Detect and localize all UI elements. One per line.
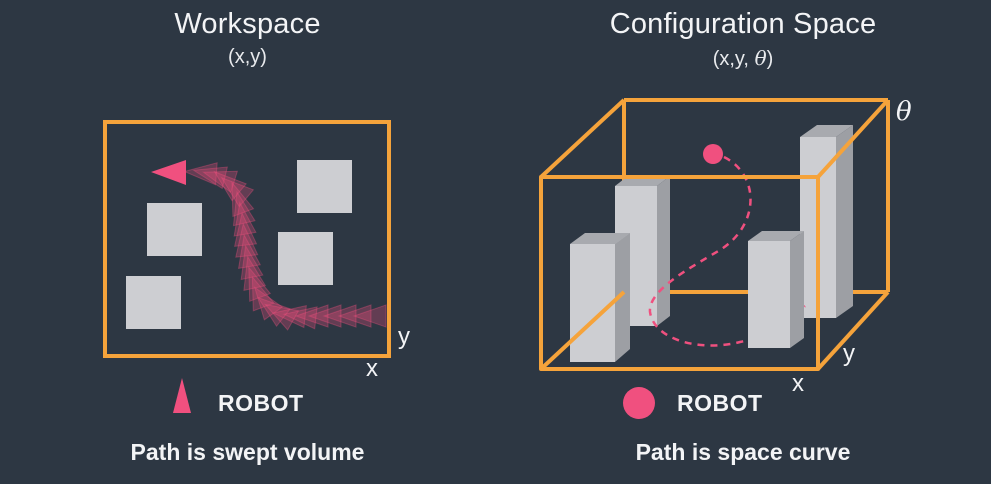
workspace-x-axis-label: x <box>366 355 378 382</box>
swept-robot-triangle <box>282 306 318 330</box>
workspace-diagram: y x <box>103 120 410 413</box>
swept-robot-triangle <box>202 170 239 194</box>
cspace-caption: Path is space curve <box>635 439 851 465</box>
cspace-y-axis-label: y <box>843 340 855 367</box>
swept-robot-triangle <box>235 222 259 258</box>
cspace-theta-axis-label: θ <box>896 97 912 127</box>
workspace-y-axis-label: y <box>398 323 410 350</box>
swept-robot-triangle <box>220 176 255 208</box>
workspace-obstacle <box>147 203 202 256</box>
workspace-title: Workspace <box>174 8 321 40</box>
swept-robot-triangle <box>257 296 292 328</box>
swept-robot-triangle <box>248 265 272 302</box>
swept-robot-triangle <box>240 244 264 281</box>
cspace-subtitle: (x,y, θ) <box>712 46 774 70</box>
cspace-box-front <box>539 98 890 371</box>
workspace-caption: Path is swept volume <box>130 439 365 465</box>
swept-robot-triangle <box>251 275 275 312</box>
workspace-obstacle <box>278 232 333 285</box>
robot-triangle-icon <box>173 378 191 413</box>
swept-robot-triangle <box>213 170 247 202</box>
swept-robot-triangle <box>271 304 307 329</box>
cspace-legend-label: ROBOT <box>677 390 763 416</box>
swept-robot-triangle <box>243 255 267 292</box>
cspace-title: Configuration Space <box>609 8 877 40</box>
workspace-frame <box>103 120 391 358</box>
workspace-obstacle <box>126 276 181 329</box>
cspace-x-axis-label: x <box>792 370 804 397</box>
swept-robot-triangle <box>263 303 300 331</box>
cspace-obstacle <box>748 231 804 348</box>
swept-robot-triangle <box>294 304 329 328</box>
swept-robot-triangle <box>307 304 342 328</box>
robot-dot-icon <box>623 387 655 419</box>
workspace-robot-icon <box>151 160 186 185</box>
swept-robot-triangle <box>232 190 256 227</box>
swept-robot-triangle <box>233 201 257 237</box>
swept-robot-triangle <box>231 181 255 218</box>
swept-robot-triangle <box>182 162 218 186</box>
workspace-panel: Workspace (x,y) y x ROBOT Path is swept … <box>0 0 495 484</box>
swept-robot-triangle <box>253 286 284 321</box>
swept-robot-triangle <box>237 233 262 269</box>
swept-volume-path <box>182 162 387 331</box>
swept-robot-triangle <box>322 304 357 328</box>
configuration-space-panel: Configuration Space (x,y, θ) <box>495 0 991 484</box>
swept-robot-triangle <box>337 304 372 328</box>
cspace-obstacle <box>570 233 630 362</box>
swept-robot-triangle <box>352 304 387 328</box>
workspace-subtitle: (x,y) <box>228 46 267 68</box>
workspace-legend-label: ROBOT <box>218 390 304 416</box>
swept-robot-triangle <box>233 211 258 247</box>
cspace-obstacle <box>800 125 853 318</box>
cspace-robot-dot <box>703 144 723 164</box>
swept-robot-triangle <box>192 166 228 190</box>
workspace-obstacle <box>297 160 352 213</box>
configuration-space-diagram: θ y x <box>539 97 912 419</box>
